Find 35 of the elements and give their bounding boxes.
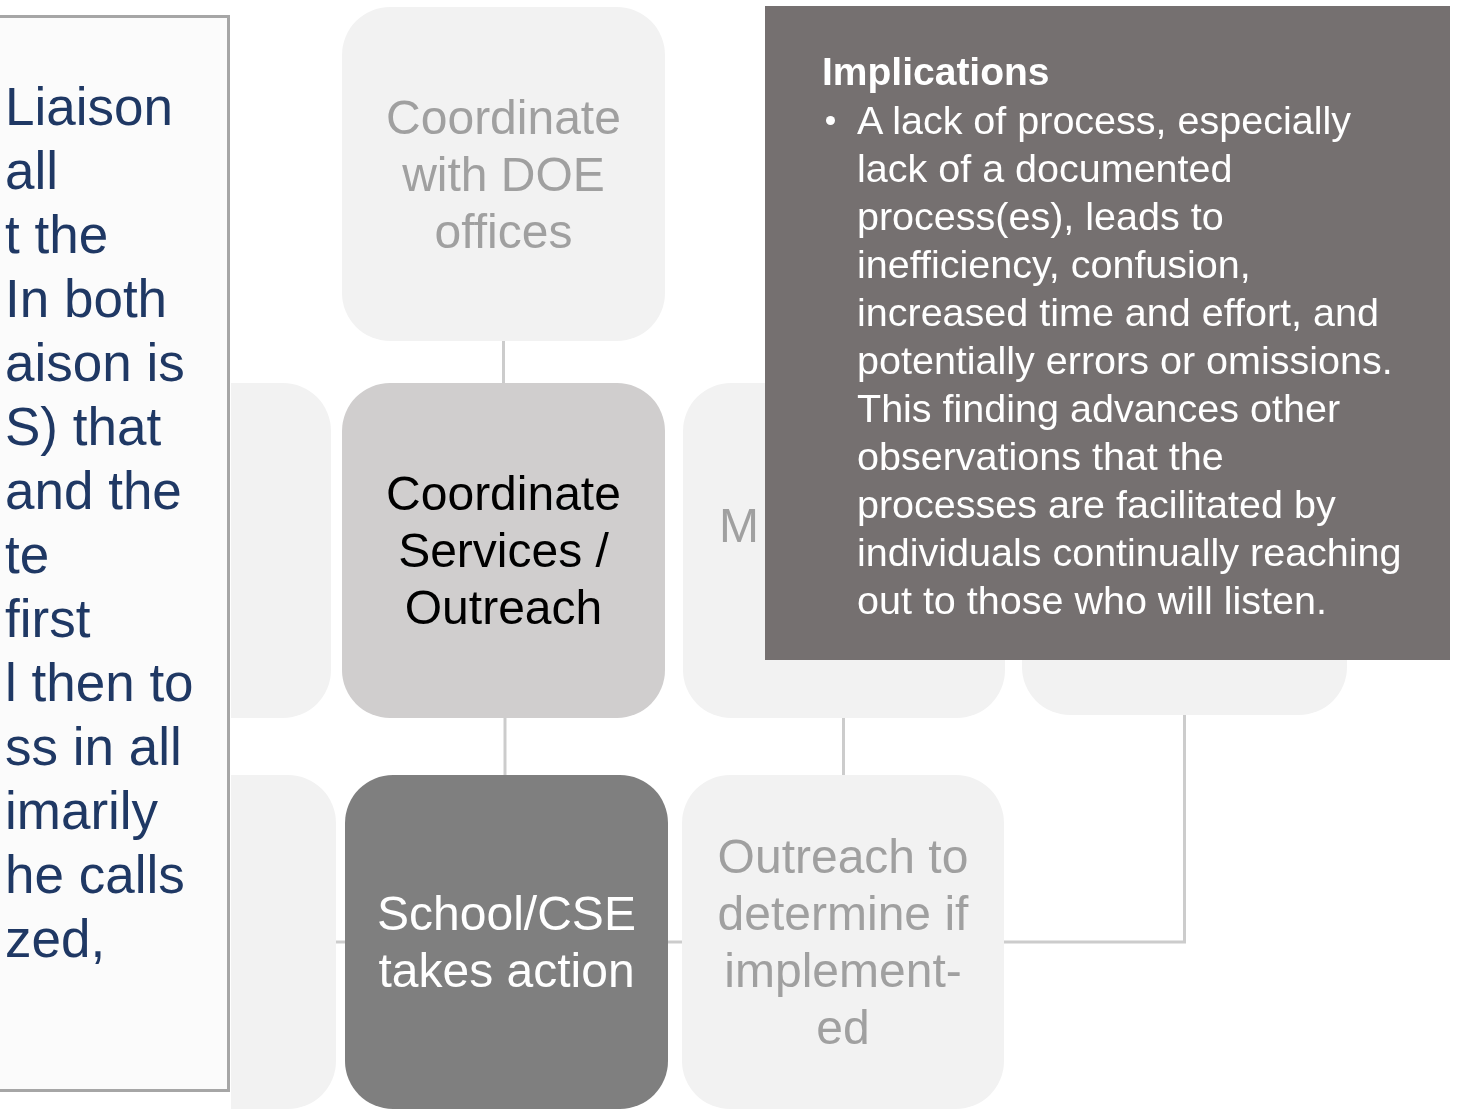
panel-text: and the bbox=[5, 460, 182, 522]
process-box bbox=[345, 775, 668, 1109]
process-box bbox=[342, 7, 665, 341]
bullet-text: A lack of process, especially lack of a documented process(es), leads to inefficiency, confusion, increased time and effort, and potentially errors or omissions. This finding advances other observations that the processes are facilitated by individuals continually reaching out to those who will listen. bbox=[857, 97, 1403, 624]
panel-text: imarily bbox=[5, 780, 159, 842]
note-tooltip bbox=[765, 6, 1450, 660]
panel-text: aison is bbox=[5, 332, 185, 394]
panel-text: t the bbox=[5, 204, 109, 266]
connector-line bbox=[336, 940, 345, 944]
connector-line bbox=[842, 718, 845, 775]
box-label: Coordinate Services / Outreach bbox=[385, 466, 622, 636]
panel-text: ss in all bbox=[5, 716, 182, 778]
process-box bbox=[231, 775, 336, 1109]
box-label: School/CSE takes action bbox=[376, 886, 637, 999]
box-label: M bbox=[719, 498, 759, 553]
panel-text: all bbox=[5, 140, 59, 202]
process-box bbox=[231, 383, 331, 718]
panel-text: S) that bbox=[5, 396, 162, 458]
box-label: Coordinate with DOE offices bbox=[385, 89, 622, 260]
panel-text: l then to bbox=[5, 652, 194, 714]
note-heading: Implications bbox=[822, 49, 1050, 95]
box-label: Outreach to determine if implement- ed bbox=[716, 829, 970, 1056]
connector-line bbox=[502, 341, 505, 383]
connector-line bbox=[503, 718, 507, 775]
panel-text: te bbox=[5, 524, 50, 586]
panel-text: Liaison bbox=[5, 76, 173, 138]
panel-text: he calls bbox=[5, 844, 185, 906]
text-panel bbox=[0, 15, 230, 1092]
connector-line bbox=[1004, 715, 1186, 944]
panel-text: In both bbox=[5, 268, 168, 330]
connector-line bbox=[668, 940, 682, 944]
process-box bbox=[682, 775, 1004, 1109]
process-box bbox=[342, 383, 665, 718]
panel-text: first bbox=[5, 588, 91, 650]
panel-text: zed, bbox=[5, 908, 106, 970]
